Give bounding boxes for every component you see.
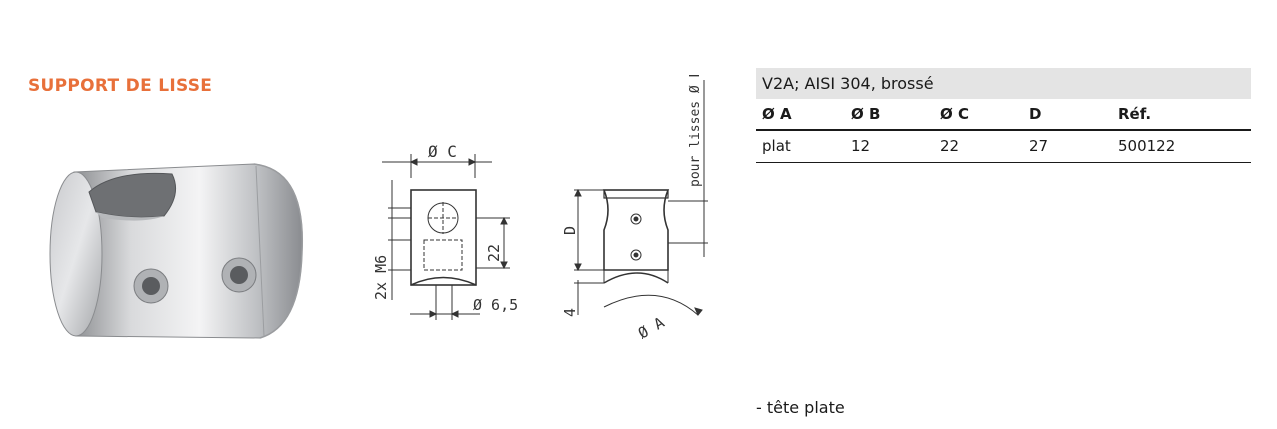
- dim-4-label: 4: [561, 308, 579, 317]
- dim-a-label: Ø A: [635, 313, 667, 342]
- col-header-d: D: [1029, 105, 1042, 123]
- technical-drawing-front: Ø C 22 2x M6 Ø 6,5: [372, 142, 518, 320]
- dim-b-label: pour lisses Ø B: [688, 75, 703, 187]
- spec-header-row: Ø A Ø B Ø C D Réf.: [756, 99, 1251, 131]
- cell-a: plat: [762, 137, 791, 155]
- dim-65-label: Ø 6,5: [473, 296, 518, 314]
- page-title: SUPPORT DE LISSE: [28, 76, 213, 96]
- cell-c: 22: [940, 137, 960, 155]
- dim-22-label: 22: [485, 244, 503, 262]
- spec-table: V2A; AISI 304, brossé Ø A Ø B Ø C D Réf.…: [756, 68, 1251, 163]
- col-header-c: Ø C: [940, 105, 969, 123]
- cell-b: 12: [851, 137, 871, 155]
- cell-ref: 500122: [1118, 137, 1176, 155]
- product-photo: [49, 163, 304, 339]
- technical-drawing-side: pour lisses Ø B D 4 Ø A: [561, 75, 708, 342]
- cell-d: 27: [1029, 137, 1049, 155]
- dim-m6-label: 2x M6: [372, 255, 390, 300]
- col-header-b: Ø B: [851, 105, 881, 123]
- table-row: plat 12 22 27 500122: [756, 131, 1251, 163]
- dim-d-label: D: [561, 226, 579, 235]
- dim-c-label: Ø C: [428, 142, 457, 161]
- feature-note: - tête plate: [756, 398, 845, 417]
- spec-material: V2A; AISI 304, brossé: [756, 68, 1251, 99]
- col-header-ref: Réf.: [1118, 105, 1152, 123]
- col-header-a: Ø A: [762, 105, 792, 123]
